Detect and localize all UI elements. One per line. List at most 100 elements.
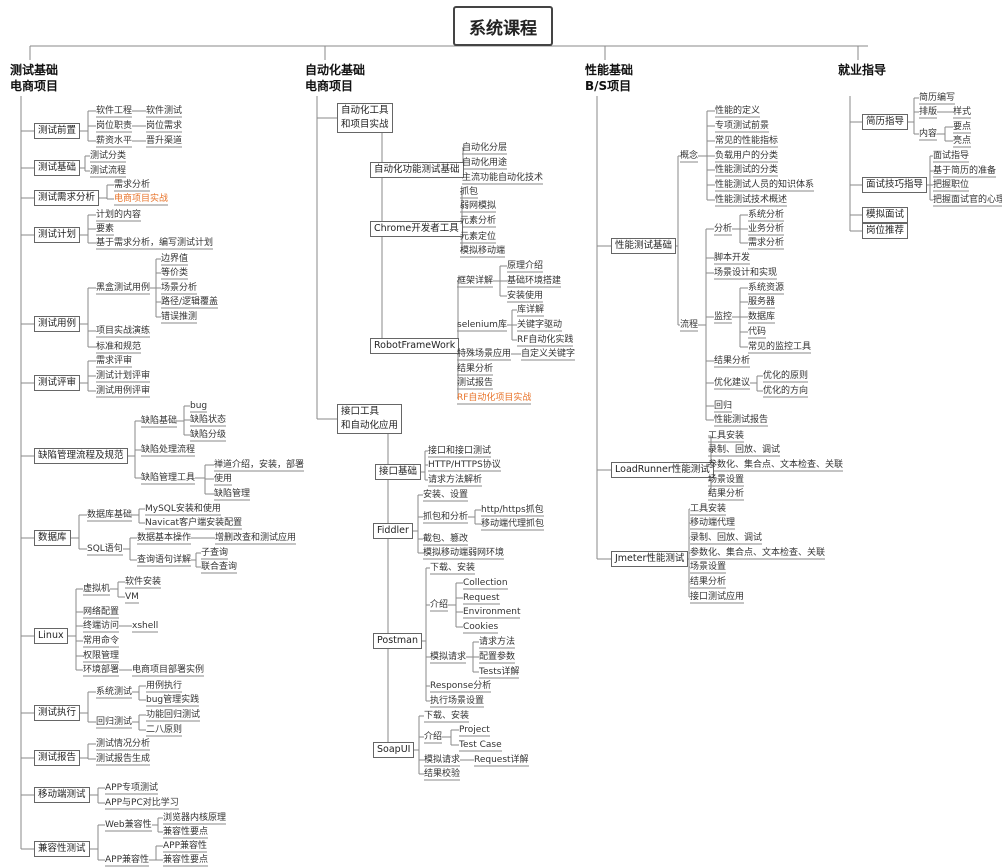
- leaf-b2-2-3a[interactable]: 下载、安装: [430, 562, 476, 573]
- leaf-b2-2-3b2[interactable]: Request: [463, 592, 500, 603]
- leaf-b3-1-1f[interactable]: 性能测试人员的知识体系: [715, 179, 815, 190]
- leaf-b1-12-1[interactable]: APP专项测试: [105, 782, 159, 793]
- leaf-b1-13-1[interactable]: Web兼容性: [105, 819, 152, 830]
- topic-b3-1[interactable]: 性能测试基础: [611, 238, 677, 254]
- leaf-b1-7-3b[interactable]: 使用: [214, 473, 233, 484]
- leaf-b3-3-2[interactable]: 移动端代理: [690, 517, 736, 528]
- topic-b1-1[interactable]: 测试前置: [34, 123, 81, 139]
- leaf-b4-2-2[interactable]: 基于简历的准备: [933, 165, 997, 176]
- leaf-b2-2-3c2[interactable]: 配置参数: [479, 651, 516, 662]
- leaf-b1-2-1[interactable]: 测试分类: [90, 150, 127, 161]
- leaf-b3-1-2d1[interactable]: 系统资源: [748, 282, 785, 293]
- leaf-b3-1-2f1[interactable]: 优化的原则: [763, 370, 809, 381]
- leaf-b2-1-1a[interactable]: 自动化分层: [462, 142, 508, 153]
- leaf-b1-8-2b2[interactable]: 联合查询: [201, 561, 238, 572]
- topic-b4-1[interactable]: 简历指导: [862, 114, 909, 130]
- leaf-b2-1-3b2[interactable]: 关键字驱动: [517, 319, 563, 330]
- leaf-b2-1-3c1[interactable]: 自定义关键字: [521, 348, 576, 359]
- leaf-b2-1-1c[interactable]: 主流功能自动化技术: [462, 172, 544, 183]
- leaf-b1-1-1a[interactable]: 软件测试: [146, 105, 183, 116]
- topic-b2-2-2[interactable]: Fiddler: [373, 523, 413, 539]
- leaf-b2-2-4b2[interactable]: Test Case: [459, 739, 502, 750]
- topic-b2-1[interactable]: 自动化工具和项目实战: [337, 103, 393, 133]
- leaf-b1-11-1[interactable]: 测试情况分析: [96, 738, 151, 749]
- leaf-b1-10-1[interactable]: 系统测试: [96, 686, 133, 697]
- leaf-b2-2-2a[interactable]: 安装、设置: [423, 489, 469, 500]
- leaf-b1-13-1b[interactable]: 兼容性要点: [163, 826, 209, 837]
- leaf-b2-2-4a[interactable]: 下载、安装: [424, 710, 470, 721]
- leaf-b1-4-1[interactable]: 计划的内容: [96, 209, 142, 220]
- leaf-b1-9-1b[interactable]: VM: [125, 591, 139, 602]
- leaf-b3-3-1[interactable]: 工具安装: [690, 503, 727, 514]
- leaf-b1-6-2[interactable]: 测试计划评审: [96, 370, 151, 381]
- leaf-b1-5-1d[interactable]: 路径/逻辑覆盖: [161, 296, 219, 307]
- leaf-b2-1-3a2[interactable]: 基础环境搭建: [507, 275, 562, 286]
- leaf-b1-7-1[interactable]: 缺陷基础: [141, 415, 178, 426]
- leaf-b1-10-1a[interactable]: 用例执行: [146, 680, 183, 691]
- leaf-b4-1-2[interactable]: 排版: [919, 106, 938, 117]
- leaf-b3-3-3[interactable]: 录制、回放、调试: [690, 532, 763, 543]
- leaf-b1-13-2b[interactable]: 兼容性要点: [163, 854, 209, 865]
- topic-b1-7[interactable]: 缺陷管理流程及规范: [34, 448, 128, 464]
- leaf-b3-3-6[interactable]: 结果分析: [690, 576, 727, 587]
- leaf-b3-3-5[interactable]: 场景设置: [690, 561, 727, 572]
- leaf-b1-6-3[interactable]: 测试用例评审: [96, 385, 151, 396]
- leaf-b1-7-3c[interactable]: 缺陷管理: [214, 488, 251, 499]
- topic-b1-9[interactable]: Linux: [34, 628, 68, 644]
- leaf-b2-1-3a[interactable]: 框架详解: [457, 275, 494, 286]
- leaf-b1-4-3[interactable]: 基于需求分析，编写测试计划: [96, 237, 214, 248]
- leaf-b2-2-3b1[interactable]: Collection: [463, 577, 508, 588]
- leaf-b2-1-3b[interactable]: selenium库: [457, 319, 507, 330]
- leaf-b1-5-1a[interactable]: 边界值: [161, 253, 189, 264]
- leaf-b1-8-2b1[interactable]: 子查询: [201, 547, 229, 558]
- leaf-b1-9-2[interactable]: 网络配置: [83, 606, 120, 617]
- leaf-b1-7-3[interactable]: 缺陷管理工具: [141, 472, 196, 483]
- leaf-b3-1-2d2[interactable]: 服务器: [748, 296, 776, 307]
- leaf-b1-9-1a[interactable]: 软件安装: [125, 576, 162, 587]
- topic-b1-6[interactable]: 测试评审: [34, 375, 81, 391]
- branch-2[interactable]: 自动化基础电商项目: [305, 62, 365, 94]
- leaf-b1-5-1c[interactable]: 场景分析: [161, 282, 198, 293]
- leaf-b3-1-2f[interactable]: 优化建议: [714, 377, 751, 388]
- leaf-b3-1-2[interactable]: 流程: [680, 319, 699, 330]
- leaf-b2-2-1b[interactable]: HTTP/HTTPS协议: [428, 459, 501, 470]
- leaf-b1-10-2[interactable]: 回归测试: [96, 716, 133, 727]
- topic-b3-2[interactable]: LoadRunner性能测试: [611, 462, 714, 478]
- leaf-b1-8-2[interactable]: SQL语句: [87, 543, 123, 554]
- leaf-b1-8-2a[interactable]: 数据基本操作: [137, 532, 192, 543]
- leaf-b2-1-2c[interactable]: 元素分析: [460, 215, 497, 226]
- leaf-b3-1-2d3[interactable]: 数据库: [748, 311, 776, 322]
- topic-b2-2-1[interactable]: 接口基础: [375, 464, 422, 480]
- topic-b2-2-3[interactable]: Postman: [373, 633, 422, 649]
- leaf-b3-2-1[interactable]: 工具安装: [708, 430, 745, 441]
- leaf-b1-1-2a[interactable]: 岗位需求: [146, 120, 183, 131]
- leaf-b1-8-1b[interactable]: Navicat客户端安装配置: [145, 517, 243, 528]
- topic-b1-5[interactable]: 测试用例: [34, 316, 81, 332]
- topic-b1-3[interactable]: 测试需求分析: [34, 190, 100, 206]
- topic-b3-3[interactable]: Jmeter性能测试: [611, 551, 689, 567]
- topic-b1-12[interactable]: 移动端测试: [34, 787, 90, 803]
- leaf-b1-13-1a[interactable]: 浏览器内核原理: [163, 812, 227, 823]
- leaf-b2-1-3b3[interactable]: RF自动化实践: [517, 334, 574, 345]
- leaf-b2-1-3e[interactable]: 测试报告: [457, 377, 494, 388]
- leaf-b1-7-1a[interactable]: bug: [190, 400, 208, 411]
- leaf-b2-2-2b2[interactable]: 移动端代理抓包: [481, 518, 545, 529]
- leaf-b3-1-2b[interactable]: 脚本开发: [714, 252, 751, 263]
- leaf-b4-1-2a[interactable]: 样式: [953, 106, 972, 117]
- topic-b2-1-3[interactable]: RobotFrameWork: [370, 338, 460, 354]
- leaf-b2-1-3b1[interactable]: 库详解: [517, 304, 545, 315]
- leaf-b1-6-1[interactable]: 需求评审: [96, 355, 133, 366]
- leaf-b2-2-1a[interactable]: 接口和接口测试: [428, 445, 492, 456]
- leaf-b2-1-2e[interactable]: 模拟移动端: [460, 245, 506, 256]
- leaf-b3-2-4[interactable]: 场景设置: [708, 474, 745, 485]
- leaf-b2-2-2c[interactable]: 截包、篡改: [423, 533, 469, 544]
- leaf-b2-2-4d[interactable]: 结果校验: [424, 768, 461, 779]
- leaf-b2-1-3a1[interactable]: 原理介绍: [507, 260, 544, 271]
- leaf-b2-1-3a3[interactable]: 安装使用: [507, 290, 544, 301]
- leaf-b4-2-1[interactable]: 面试指导: [933, 150, 970, 161]
- leaf-b1-12-2[interactable]: APP与PC对比学习: [105, 797, 179, 808]
- leaf-b2-1-3d[interactable]: 结果分析: [457, 363, 494, 374]
- leaf-b2-2-3c3[interactable]: Tests详解: [479, 666, 520, 677]
- leaf-b3-1-2h[interactable]: 性能测试报告: [714, 414, 769, 425]
